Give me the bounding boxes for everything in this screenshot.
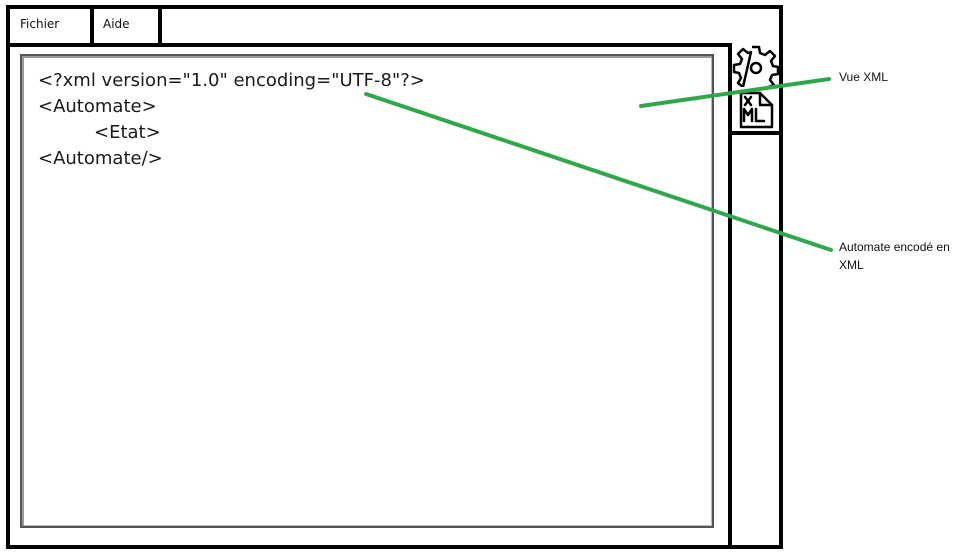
menu-fichier[interactable]: Fichier: [10, 9, 94, 43]
side-panel: [732, 43, 780, 545]
xml-view-button[interactable]: [732, 87, 779, 131]
annotation-label-automate-encode: Automate encodé en XML: [839, 240, 950, 272]
gear-button[interactable]: [732, 43, 780, 89]
xml-editor[interactable]: <?xml version="1.0" encoding="UTF-8"?> <…: [20, 54, 714, 528]
side-tabs-separator: [732, 131, 779, 135]
side-divider: [728, 43, 732, 545]
menu-bar: Fichier Aide: [10, 9, 779, 47]
xml-icon: [739, 91, 774, 129]
code-line-automate-close: <Automate/>: [38, 148, 163, 169]
code-line-xml-declaration: <?xml version="1.0" encoding="UTF-8"?>: [38, 70, 425, 91]
code-line-etat: <Etat>: [94, 122, 161, 143]
annotation-label-vue-xml: Vue XML: [839, 70, 888, 84]
app-window: Fichier Aide <?xml version="1.0" encodin…: [6, 5, 783, 549]
menu-aide[interactable]: Aide: [94, 9, 162, 43]
gear-icon: [732, 45, 780, 89]
code-line-automate-open: <Automate>: [38, 96, 157, 117]
